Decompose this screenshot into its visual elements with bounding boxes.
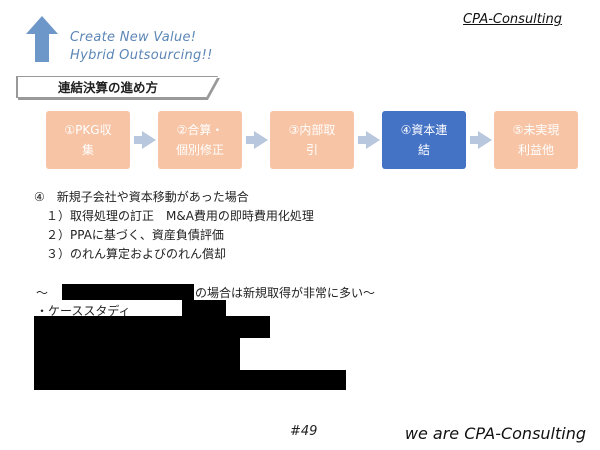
note-suffix: の場合は新規取得が非常に多い～ [195, 286, 376, 300]
arrow-right-icon [246, 131, 268, 149]
arrow-right-icon [358, 131, 380, 149]
upward-arrow-icon [26, 16, 58, 62]
step-pkg-collection: ①PKG収 集 [46, 111, 130, 169]
content-item-1: １）取得処理の訂正 M&A費用の即時費用化処理 [34, 209, 314, 223]
redaction-block [34, 336, 240, 372]
note-prefix: ～ [36, 286, 49, 300]
redaction-block [182, 300, 226, 320]
content-item-2: ２）PPAに基づく、資産負債評価 [34, 228, 224, 242]
page-number: #49 [290, 424, 318, 439]
step-capital-consolidation: ④資本連 結 [382, 111, 466, 169]
step-consolidation-adjustment: ②合算・ 個別修正 [158, 111, 242, 169]
redaction-block [62, 284, 194, 300]
redaction-block [34, 370, 346, 390]
content-heading: ④ 新規子会社や資本移動があった場合 [34, 190, 249, 204]
step-unrealized-profit: ⑤未実現 利益他 [494, 111, 578, 169]
step-intercompany-transactions: ③内部取 引 [270, 111, 354, 169]
arrow-right-icon [470, 131, 492, 149]
case-study-label: ・ケーススタディ [36, 304, 131, 318]
process-steps: ①PKG収 集 ②合算・ 個別修正 ③内部取 引 ④資本連 結 ⑤未実現 利益他 [46, 111, 586, 169]
redaction-block [34, 316, 270, 338]
footer-brand: we are CPA-Consulting [404, 424, 586, 443]
tagline-create-new-value: Create New Value! [70, 30, 197, 45]
body-content: ④ 新規子会社や資本移動があった場合 １）取得処理の訂正 M&A費用の即時費用化… [34, 188, 314, 264]
content-item-3: ３）のれん算定およびのれん償却 [34, 247, 227, 261]
company-name: CPA-Consulting [463, 12, 562, 27]
tagline-hybrid-outsourcing: Hybrid Outsourcing!! [70, 48, 213, 63]
arrow-right-icon [134, 131, 156, 149]
section-title: 連結決算の進め方 [16, 76, 218, 98]
